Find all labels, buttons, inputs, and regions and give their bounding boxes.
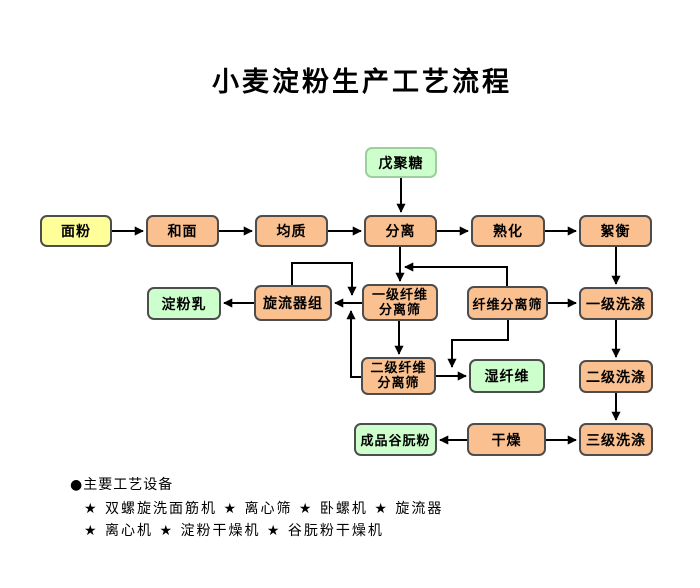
legend-heading: ●主要工艺设备 [70,474,173,494]
node-washing-3: 三级洗涤 [579,423,653,456]
arrow-cyclone-group-top-recycle [291,262,357,296]
node-pentosan: 戊聚糖 [365,147,437,178]
node-maturation: 熟化 [471,215,545,247]
node-finished-gluten: 成品谷朊粉 [354,423,437,456]
node-starch-milk: 淀粉乳 [147,287,221,320]
node-fiber-screen-1: 一级纤维 分离筛 [362,284,438,321]
node-flour: 面粉 [40,215,112,247]
arrow-fiber-screen-2-riser [346,310,361,378]
node-washing-2: 二级洗涤 [579,360,653,393]
node-fiber-screen: 纤维分离筛 [467,286,548,320]
node-separation: 分离 [364,215,437,247]
arrow-fiber-screen-to-fiber-screen-1-line [404,262,508,286]
legend-equipment-line-1: ★ 双螺旋洗面筋机 ★ 离心筛 ★ 卧螺机 ★ 旋流器 [84,501,444,517]
node-cyclone-group: 旋流器组 [254,285,332,321]
legend-heading-label: 主要工艺设备 [83,477,174,493]
page-title: 小麦淀粉生产工艺流程 [212,67,512,98]
bullet-icon: ● [70,477,84,493]
legend-equipment-line-2: ★ 离心机 ★ 淀粉干燥机 ★ 谷朊粉干燥机 [84,523,384,539]
node-washing-1: 一级洗涤 [579,287,653,320]
node-dough-mixing: 和面 [146,215,219,247]
node-flocculation: 絮衡 [579,215,652,247]
node-homogenize: 均质 [255,215,328,247]
node-drying: 干燥 [467,423,546,456]
node-wet-fiber: 湿纤维 [469,359,545,393]
arrow-fiber-screen-drop-to-wet-fiber-line [447,320,509,368]
node-fiber-screen-2: 二级纤维 分离筛 [361,357,436,395]
